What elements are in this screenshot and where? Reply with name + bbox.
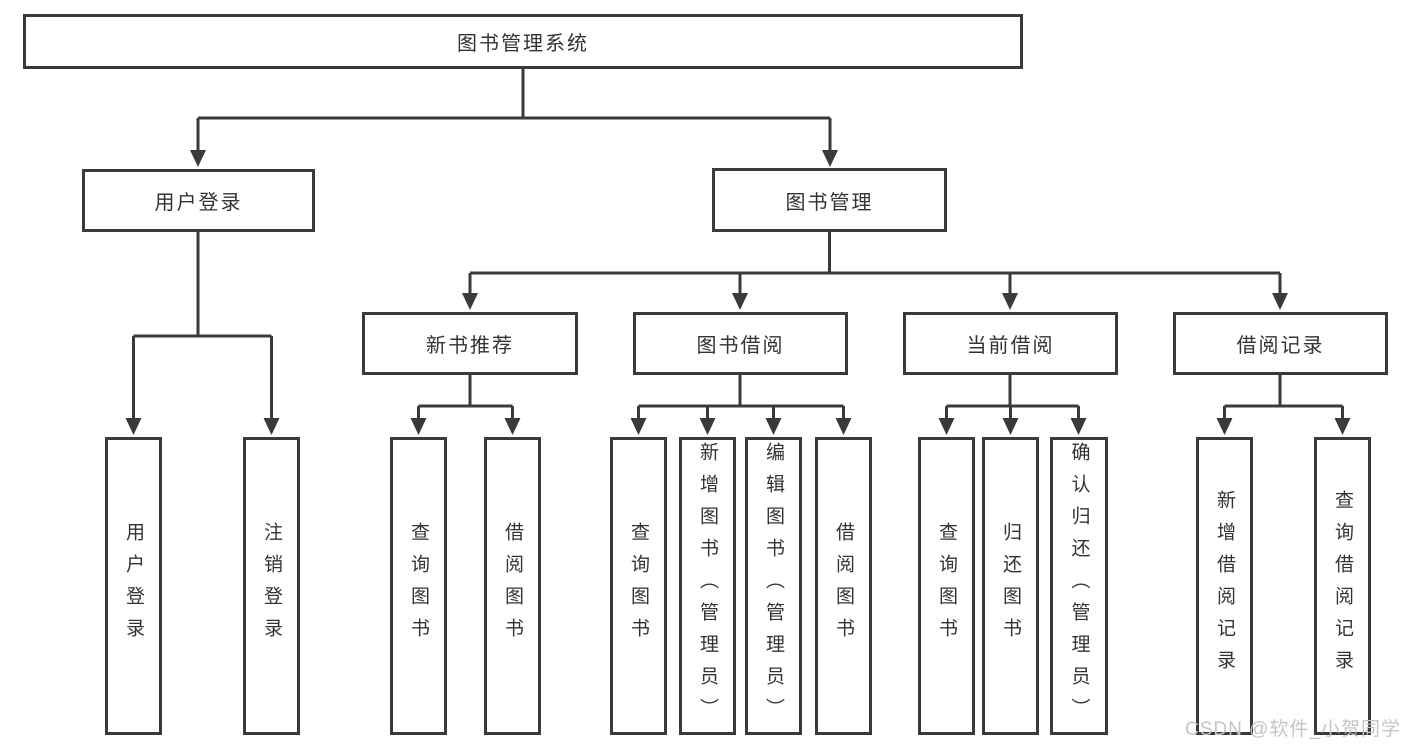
node-book-management: 图书管理 xyxy=(712,168,947,232)
node-root: 图书管理系统 xyxy=(23,14,1023,69)
node-current-borrowing-label: 当前借阅 xyxy=(966,335,1055,357)
leaf-return-book: 归还图书 xyxy=(982,437,1039,735)
leaf-add-book-admin-label: 新增图书（管理员） xyxy=(697,442,718,730)
node-new-book-recommend-label: 新书推荐 xyxy=(426,335,514,357)
leaf-add-borrow-record-label: 新增借阅记录 xyxy=(1214,490,1235,682)
leaf-borrow-books-recommend: 借阅图书 xyxy=(484,437,541,735)
leaf-add-book-admin: 新增图书（管理员） xyxy=(679,437,736,735)
leaf-confirm-return-admin-label: 确认归还（管理员） xyxy=(1068,442,1090,730)
leaf-query-books-recommend: 查询图书 xyxy=(390,437,447,735)
node-new-book-recommend: 新书推荐 xyxy=(362,312,578,375)
node-current-borrowing: 当前借阅 xyxy=(903,312,1118,375)
node-user-login-label: 用户登录 xyxy=(154,192,243,214)
leaf-borrow-books-borrowing-label: 借阅图书 xyxy=(833,522,854,650)
node-borrowing-records-label: 借阅记录 xyxy=(1236,335,1325,357)
node-borrowing-records: 借阅记录 xyxy=(1173,312,1388,375)
leaf-query-borrow-record-label: 查询借阅记录 xyxy=(1332,490,1353,682)
leaf-query-books-borrowing: 查询图书 xyxy=(610,437,667,735)
leaf-query-books-current: 查询图书 xyxy=(918,437,975,735)
leaf-borrow-books-borrowing: 借阅图书 xyxy=(815,437,872,735)
leaf-user-login-label: 用户登录 xyxy=(123,522,144,650)
arrowheads xyxy=(125,150,1351,435)
leaf-add-borrow-record: 新增借阅记录 xyxy=(1196,437,1253,735)
node-root-label: 图书管理系统 xyxy=(457,33,589,55)
node-book-borrowing: 图书借阅 xyxy=(633,312,848,375)
leaf-edit-book-admin: 编辑图书（管理员） xyxy=(745,437,802,735)
leaf-query-borrow-record: 查询借阅记录 xyxy=(1314,437,1371,735)
leaf-borrow-books-recommend-label: 借阅图书 xyxy=(502,522,523,650)
leaf-query-books-recommend-label: 查询图书 xyxy=(408,522,429,650)
node-book-borrowing-label: 图书借阅 xyxy=(696,335,785,357)
leaf-query-books-current-label: 查询图书 xyxy=(936,522,957,650)
leaf-logout-label: 注销登录 xyxy=(261,522,282,650)
node-book-management-label: 图书管理 xyxy=(785,191,874,214)
leaf-edit-book-admin-label: 编辑图书（管理员） xyxy=(763,442,784,730)
leaf-logout: 注销登录 xyxy=(243,437,300,735)
node-user-login: 用户登录 xyxy=(82,169,315,232)
leaf-return-book-label: 归还图书 xyxy=(1000,522,1021,650)
leaf-user-login: 用户登录 xyxy=(105,437,162,735)
leaf-confirm-return-admin: 确认归还（管理员） xyxy=(1050,437,1108,735)
csdn-watermark: CSDN @软件_小贺同学 xyxy=(1185,719,1401,740)
leaf-query-books-borrowing-label: 查询图书 xyxy=(628,522,649,650)
